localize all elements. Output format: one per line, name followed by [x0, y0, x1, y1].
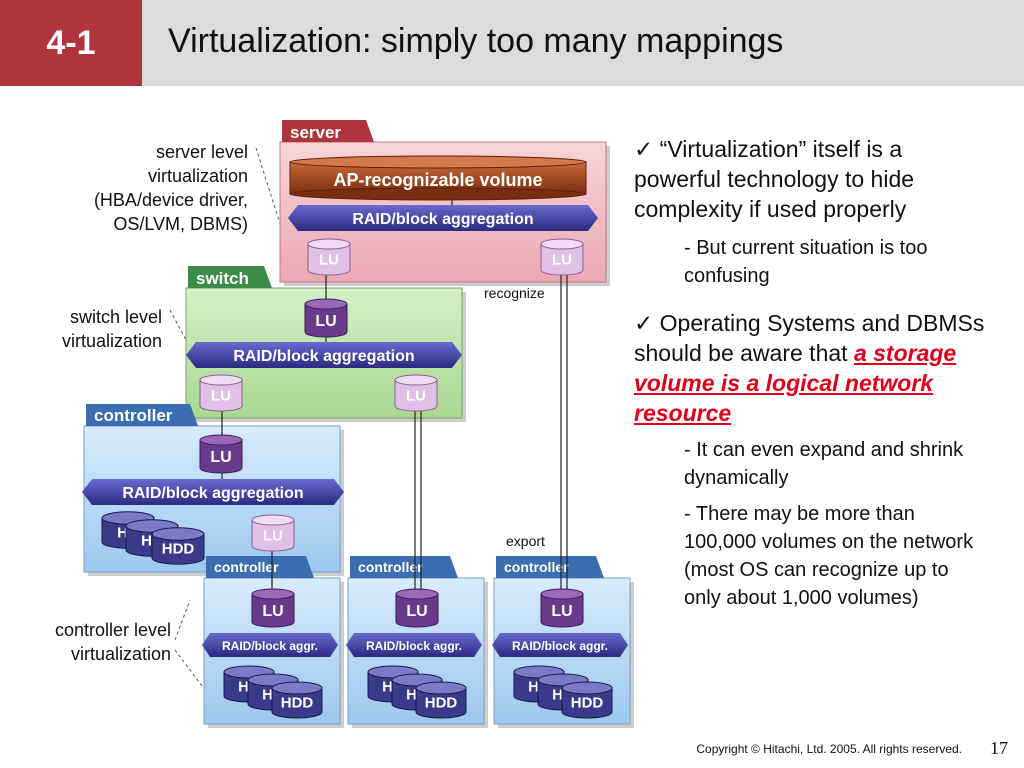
lu-dark-cylinder-label: LU [551, 603, 572, 620]
check-icon: ✓ [634, 310, 660, 336]
label-line: virtualization [70, 644, 171, 664]
hdd-cylinder: HDD [151, 527, 205, 565]
bullet-2-sub-1: - It can even expand and shrink dynamica… [684, 439, 964, 489]
lu-light-cylinder: LU [540, 238, 584, 276]
hdd-cylinder: HDD [271, 681, 323, 719]
hdd-cylinder-label: HDD [281, 695, 314, 712]
hdd-layer: HDHDHDDHDHDHDDHDHDHDDHDHDHDD [101, 511, 613, 719]
raid-bar-switch: RAID/block aggregation [186, 342, 462, 368]
lu-light-cylinder-label: LU [319, 252, 339, 269]
hdd-cylinder: HDD [561, 681, 613, 719]
lu-light-cylinder-label: LU [552, 252, 572, 269]
leader-lines [169, 147, 283, 691]
raid-bar-controller: RAID/block aggregation [82, 479, 344, 505]
lu-light-cylinder: LU [307, 238, 351, 276]
slide-number-box: 4-1 [0, 0, 142, 86]
slide-title: Virtualization: simply too many mappings [168, 22, 784, 60]
controller-level-label: controller level virtualization [8, 618, 171, 666]
lu-light-cylinder-label: LU [263, 528, 283, 545]
hdd-cylinder: HDD [415, 681, 467, 719]
lu-dark-cylinder-label: LU [315, 313, 336, 330]
line-gaps [416, 300, 566, 556]
label-line: switch level [69, 307, 162, 327]
raid-bar-small-3: RAID/block aggr. [492, 633, 628, 657]
lu-dark-cylinder: LU [199, 434, 243, 474]
export-label: export [506, 533, 545, 549]
label-line: virtualization [147, 166, 248, 186]
lu-dark-cylinder-label: LU [262, 603, 283, 620]
raid-label: RAID/block aggr. [512, 639, 608, 653]
lu-dark-cylinder-label: LU [406, 603, 427, 620]
lu-dark-cylinder-label: LU [210, 449, 231, 466]
lu-light-cylinder-label: LU [406, 388, 426, 405]
virtualization-diagram: server switch controller controller cont… [82, 120, 634, 728]
hdd-cylinder-label: HDD [571, 695, 604, 712]
label-line: virtualization [61, 331, 162, 351]
lu-dark-cylinder: LU [395, 588, 439, 628]
label-line: server level [155, 142, 248, 162]
title-bar [142, 0, 1024, 86]
page-number: 17 [990, 738, 1008, 758]
controller-tab [86, 404, 198, 426]
hdd-cylinder-label: HDD [162, 541, 195, 558]
label-line: (HBA/device driver, [93, 190, 248, 210]
raid-label: RAID/block aggregation [352, 211, 533, 228]
raid-label: RAID/block aggr. [366, 639, 462, 653]
raid-label: RAID/block aggregation [233, 348, 414, 365]
lu-light-cylinder-label: LU [211, 388, 231, 405]
switch-level-label: switch level virtualization [10, 305, 162, 353]
raid-label: RAID/block aggr. [222, 639, 318, 653]
server-level-label: server level virtualization (HBA/device … [20, 140, 248, 236]
double-lines [414, 268, 568, 590]
switch-tab [188, 266, 272, 288]
hdd-cylinder-label: HDD [425, 695, 458, 712]
copyright: Copyright © Hitachi, Ltd. 2005. All righ… [696, 742, 962, 756]
lu-light-cylinder: LU [199, 374, 243, 412]
slide-number: 4-1 [46, 23, 96, 62]
raid-bar-small-2: RAID/block aggr. [346, 633, 482, 657]
lu-light-cylinder: LU [251, 514, 295, 552]
controller-tab-label: controller [358, 559, 423, 575]
bullet-2-sub-2: - There may be more than 100,000 volumes… [684, 503, 974, 609]
ap-volume-label: AP-recognizable volume [333, 170, 542, 190]
controller-tab-label: controller [504, 559, 569, 575]
controller-tab-label: controller [94, 406, 173, 425]
check-icon: ✓ [634, 136, 660, 162]
lu-dark-cylinder: LU [251, 588, 295, 628]
recognize-label: recognize [484, 285, 545, 301]
ap-volume: AP-recognizable volume [289, 155, 587, 201]
server-tab [282, 120, 374, 142]
label-line: OS/LVM, DBMS) [113, 214, 248, 234]
lu-layer: LU LU LU LU LU LU LU LU LU LU [199, 238, 584, 628]
lu-dark-cylinder: LU [304, 298, 348, 338]
bullet-2: ✓ Operating Systems and DBMSs should be … [634, 308, 994, 428]
lu-light-cylinder: LU [394, 374, 438, 412]
raid-bar-server: RAID/block aggregation [288, 205, 598, 231]
server-tab-label: server [290, 123, 341, 142]
lu-dark-cylinder: LU [540, 588, 584, 628]
bullet-1: ✓ “Virtualization” itself is a powerful … [634, 134, 994, 224]
bullet-2-text: Operating Systems and DBMSs should be aw… [634, 310, 985, 366]
switch-tab-label: switch [196, 269, 249, 288]
bullet-2-emphasis: a storage volume is a logical network re… [634, 340, 957, 426]
bullet-1-text: “Virtualization” itself is a powerful te… [634, 136, 915, 222]
raid-bar-small-1: RAID/block aggr. [202, 633, 338, 657]
controller-tab-label: controller [214, 559, 279, 575]
label-line: controller level [54, 620, 171, 640]
raid-label: RAID/block aggregation [122, 485, 303, 502]
bullet-1-sub-1: - But current situation is too confusing [684, 237, 928, 287]
